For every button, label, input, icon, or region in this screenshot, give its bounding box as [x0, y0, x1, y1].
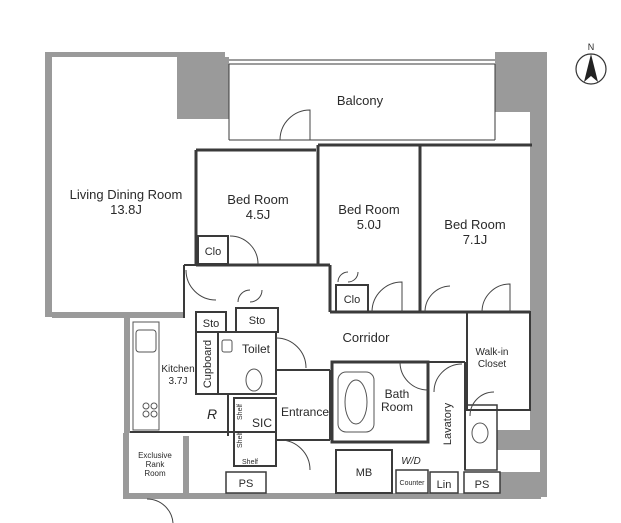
bath-room-label-2: Room [381, 400, 413, 414]
closet-2-label: Clo [344, 294, 361, 306]
washer-dryer-label: W/D [401, 456, 420, 467]
balcony-label: Balcony [337, 93, 384, 108]
closet-1-label: Clo [205, 246, 222, 258]
bed-room-2-label: Bed Room [338, 202, 399, 217]
exclusive-rank-room-label: Exclusive [138, 451, 172, 460]
shelf-3-label: Shelf [242, 459, 258, 466]
fixtures [132, 321, 489, 444]
cupboard-label: Cupboard [202, 340, 214, 388]
bed-room-2-size: 5.0J [357, 217, 382, 232]
north-compass: N [575, 42, 607, 85]
walk-in-closet-label: Walk-in [476, 347, 509, 358]
lavatory-label: Lavatory [442, 402, 454, 445]
bed-room-3-label: Bed Room [444, 217, 505, 232]
pipe-space-1-label: PS [239, 478, 254, 490]
exclusive-rank-room-label-2: Rank [146, 460, 166, 469]
storage-1-label: Sto [203, 318, 220, 330]
walk-in-closet-label-2: Closet [478, 359, 507, 370]
room-labels: Balcony Living Dining Room 13.8J Bed Roo… [70, 93, 509, 491]
storage-2-label: Sto [249, 315, 266, 327]
bed-room-3-size: 7.1J [463, 232, 488, 247]
entrance-label: Entrance [281, 405, 329, 419]
kitchen-size: 3.7J [169, 376, 188, 387]
pipe-space-2-label: PS [475, 479, 490, 491]
interior-walls [130, 143, 532, 494]
exclusive-rank-room-label-3: Room [144, 469, 166, 478]
meter-box-label: MB [356, 467, 373, 479]
balcony-area [228, 59, 496, 141]
bath-room-label: Bath [385, 387, 410, 401]
living-dining-room-size: 13.8J [110, 202, 142, 217]
kitchen-label: Kitchen [161, 364, 194, 375]
bed-room-1-label: Bed Room [227, 192, 288, 207]
linen-label: Lin [437, 479, 452, 491]
corridor-label: Corridor [343, 330, 391, 345]
counter-label: Counter [400, 480, 426, 487]
refrigerator-label: R [207, 406, 217, 422]
shelf-2-label: Shelf [237, 432, 244, 448]
compass-north-label: N [588, 42, 595, 52]
shelf-1-label: Shelf [237, 404, 244, 420]
toilet-label: Toilet [242, 342, 271, 356]
outer-walls [45, 52, 547, 499]
sic-label: SIC [252, 416, 272, 430]
living-dining-room-label: Living Dining Room [70, 187, 183, 202]
doors [146, 109, 511, 523]
bed-room-1-size: 4.5J [246, 207, 271, 222]
